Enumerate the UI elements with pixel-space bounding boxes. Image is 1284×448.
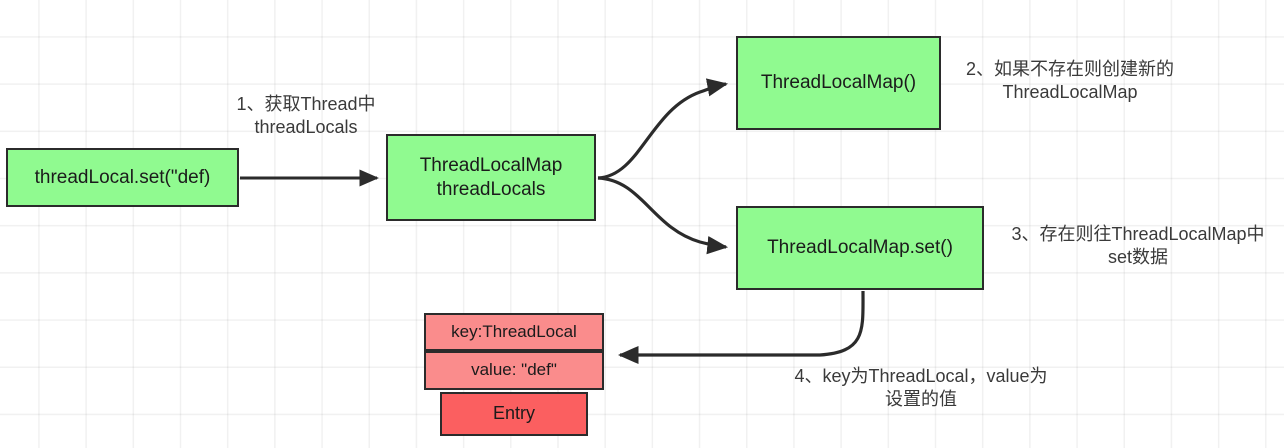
node-entry-key[interactable]: key:ThreadLocal <box>424 313 604 351</box>
node-threadlocalmap-set[interactable]: ThreadLocalMap.set() <box>736 206 984 290</box>
node-threadlocal-set-call[interactable]: threadLocal.set("def) <box>6 148 239 207</box>
annotation-step-1: 1、获取Thread中 threadLocals <box>236 94 376 138</box>
annotation-step-3: 3、存在则往ThreadLocalMap中 set数据 <box>1011 224 1265 268</box>
edge-threadlocals-to-map-new <box>597 78 729 180</box>
edge-threadlocals-to-map-set <box>597 176 729 255</box>
annotation-step-4: 4、key为ThreadLocal，value为 设置的值 <box>794 366 1048 410</box>
annotation-step-2: 2、如果不存在则创建新的 ThreadLocalMap <box>965 59 1174 103</box>
node-entry-label[interactable]: Entry <box>440 392 588 436</box>
node-entry-value[interactable]: value: "def" <box>424 351 604 390</box>
edge-map-set-to-entry <box>617 290 865 365</box>
node-threadlocalmap-threadlocals[interactable]: ThreadLocalMap threadLocals <box>386 134 596 221</box>
node-threadlocalmap-constructor[interactable]: ThreadLocalMap() <box>736 36 941 130</box>
